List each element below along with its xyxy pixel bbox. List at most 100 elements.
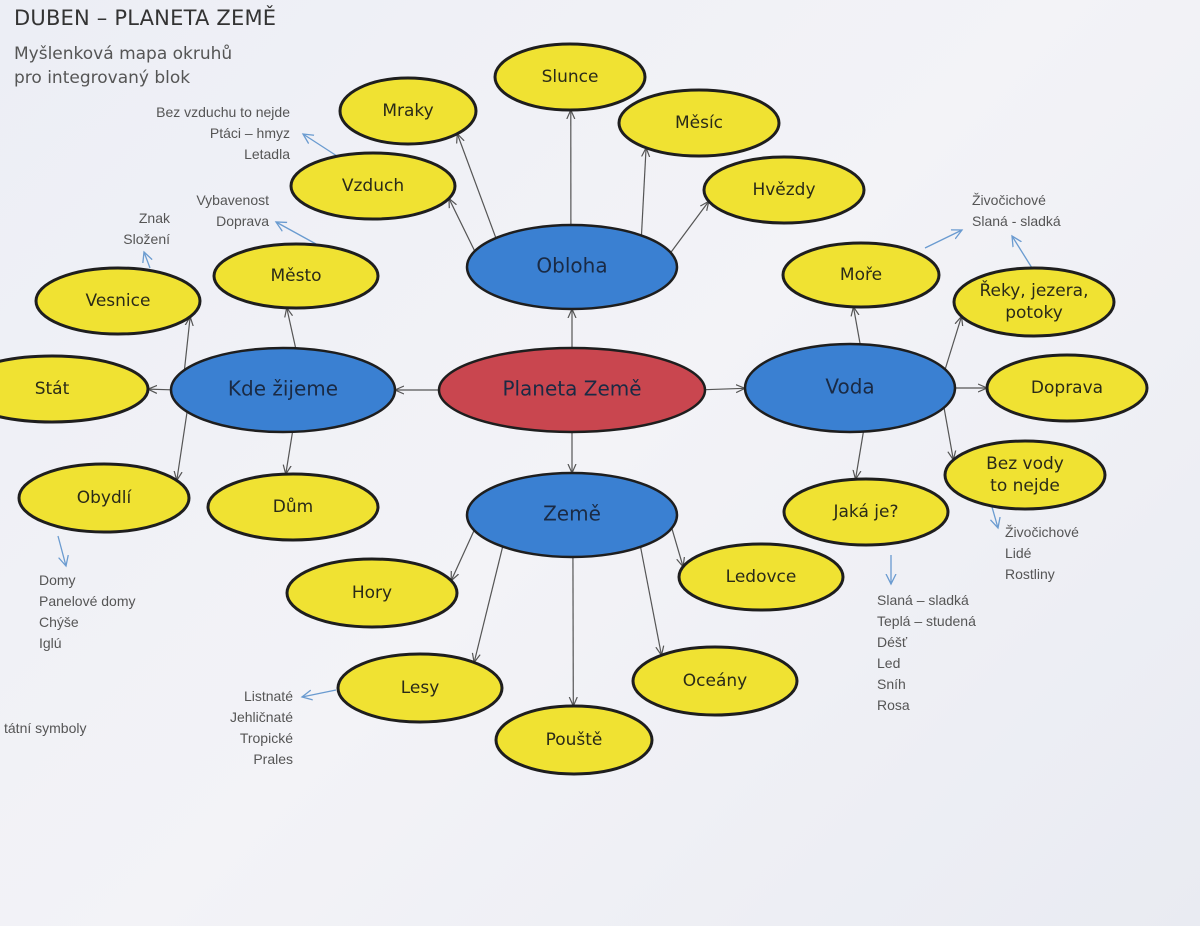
note-line: Znak [138, 210, 170, 226]
reky-label: Řeky, jezera, [980, 279, 1089, 301]
note-arrow [144, 252, 150, 269]
bezvody-ellipse [943, 439, 1107, 511]
zeme-ellipse [465, 471, 679, 559]
node-doprava: Doprava [985, 353, 1149, 423]
note-line: Živočichové [1005, 524, 1079, 540]
page-title: DUBEN – PLANETA ZEMĚ [14, 6, 277, 30]
subtitle-line: pro integrovaný blok [14, 68, 191, 88]
mesic-label: Měsíc [675, 113, 723, 133]
note-line: Rostliny [1005, 566, 1055, 582]
obydli-ellipse [17, 462, 191, 534]
subtitle-line: Myšlenková mapa okruhů [14, 44, 233, 64]
vesnice-label: Vesnice [86, 291, 151, 311]
node-zeme: Země [465, 471, 679, 559]
node-jaka: Jaká je? [782, 477, 950, 547]
doprava-ellipse [985, 353, 1149, 423]
node-hory: Hory [285, 557, 459, 629]
stat-ellipse [0, 354, 150, 424]
note-line: Živočichové [972, 192, 1046, 208]
note-line: Tropické [239, 730, 293, 746]
node-more: Moře [781, 241, 941, 309]
lesy-label: Lesy [401, 678, 440, 698]
arrow-voda-to-more [853, 307, 861, 345]
node-pouste: Pouště [494, 704, 654, 776]
note-line: Složení [123, 231, 170, 247]
node-kde: Kde žijeme [169, 346, 397, 434]
hory-ellipse [285, 557, 459, 629]
note-line: tátní symboly [4, 720, 87, 736]
node-center: Planeta Země [437, 346, 707, 434]
connector-arrows [57, 110, 1033, 706]
arrow-zeme-to-hory [451, 530, 475, 580]
mesto-ellipse [212, 242, 380, 310]
oceany-ellipse [631, 645, 799, 717]
arrow-voda-to-bezvody [943, 407, 953, 460]
doprava-label: Doprava [1031, 378, 1103, 398]
obloha-label: Obloha [536, 254, 607, 278]
vzduch-ellipse [289, 151, 457, 221]
obloha-ellipse [465, 223, 679, 311]
pouste-ellipse [494, 704, 654, 776]
arrow-zeme-to-ledovce [671, 527, 683, 567]
note-line: Chýše [39, 614, 79, 630]
node-stat: Stát [0, 354, 150, 424]
arrow-kde-to-mesto [287, 308, 297, 349]
arrow-obloha-to-mesic [640, 148, 646, 236]
node-ledovce: Ledovce [677, 542, 845, 612]
stat-label: Stát [35, 379, 70, 399]
note-line: Listnaté [243, 688, 293, 704]
note-line: Jehličnaté [229, 709, 293, 725]
note-line: Prales [253, 751, 293, 767]
note-line: Doprava [216, 213, 269, 229]
jaka-label: Jaká je? [832, 502, 898, 522]
arrow-obloha-to-hvezdy [670, 201, 709, 254]
node-reky: Řeky, jezera,potoky [952, 266, 1116, 338]
note-arrow [57, 535, 66, 566]
arrow-zeme-to-lesy [474, 546, 504, 663]
note-line: Teplá – studená [877, 613, 976, 629]
bezvody-label: to nejde [990, 476, 1060, 496]
pouste-label: Pouště [546, 730, 603, 750]
zeme-label: Země [543, 502, 601, 526]
note-line: Vybavenost [196, 192, 269, 208]
note-line: Letadla [244, 146, 290, 162]
note-arrow [303, 134, 341, 159]
more-ellipse [781, 241, 941, 309]
note-line: Slaná – sladká [877, 592, 969, 608]
lesy-ellipse [336, 652, 504, 724]
jaka-ellipse [782, 477, 950, 547]
slunce-ellipse [493, 42, 647, 112]
hvezdy-label: Hvězdy [752, 180, 815, 200]
mraky-label: Mraky [382, 101, 433, 121]
center-ellipse [437, 346, 707, 434]
note-arrow [276, 222, 317, 245]
arrow-voda-to-jaka [856, 431, 865, 480]
node-hvezdy: Hvězdy [702, 155, 866, 225]
node-oceany: Oceány [631, 645, 799, 717]
mesto-label: Město [270, 266, 321, 286]
ledovce-ellipse [677, 542, 845, 612]
note-line: Bez vzduchu to nejde [156, 104, 290, 120]
arrow-obloha-to-vzduch [449, 198, 476, 252]
note-stat: tátní symboly [4, 718, 86, 739]
note-line: Panelové domy [39, 593, 136, 609]
bezvody-label: Bez vody [986, 454, 1064, 474]
note-arrow [992, 506, 998, 528]
node-mraky: Mraky [338, 76, 478, 146]
note-line: Lidé [1005, 545, 1032, 561]
kde-ellipse [169, 346, 397, 434]
voda-label: Voda [825, 375, 874, 399]
reky-ellipse [952, 266, 1116, 338]
kde-label: Kde žijeme [228, 377, 338, 401]
note-arrow [302, 689, 337, 697]
